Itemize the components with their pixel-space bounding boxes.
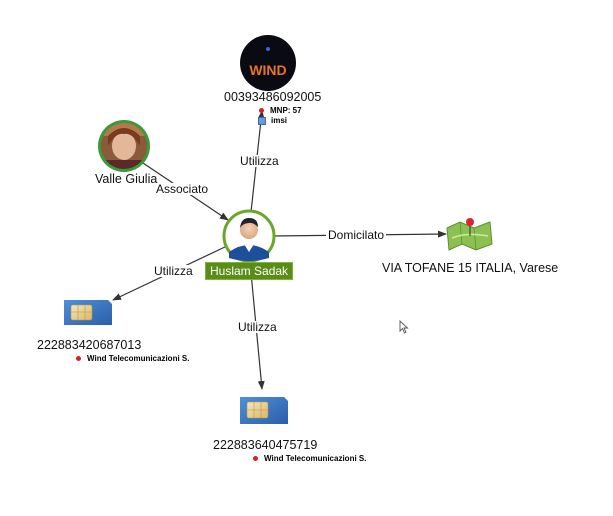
huslam-sadak-label[interactable]: Huslam Sadak xyxy=(205,262,294,280)
edge-label-domicilato: Domicilato xyxy=(326,228,387,242)
huslam-sadak-avatar[interactable] xyxy=(222,209,276,263)
edge-label-associato: Associato xyxy=(154,182,211,196)
valle-giulia-label: Valle Giulia xyxy=(95,172,158,186)
address-label: VIA TOFANE 15 ITALIA, Varese xyxy=(382,261,559,275)
mnp-tag: MNP: 57 xyxy=(259,106,302,115)
mouse-cursor-icon xyxy=(399,320,409,334)
edge-label-utilizza-bottom: Utilizza xyxy=(236,320,279,334)
map-icon[interactable] xyxy=(446,218,493,251)
mnp-dot-icon xyxy=(259,108,264,113)
sim-bottom-dot-icon xyxy=(253,456,258,461)
sim-card-left-icon[interactable] xyxy=(64,300,112,325)
wind-logo-node[interactable]: WIND xyxy=(240,35,296,91)
sim-bottom-operator-tag: Wind Telecomunicazioni S. xyxy=(253,454,366,463)
sim-left-operator-tag: Wind Telecomunicazioni S. xyxy=(76,354,189,363)
edge-label-utilizza-top: Utilizza xyxy=(238,154,281,168)
imsi-tag: imsi xyxy=(258,116,287,125)
sim-bottom-operator-label: Wind Telecomunicazioni S. xyxy=(264,454,367,463)
valle-giulia-photo[interactable] xyxy=(98,120,150,172)
sim-bottom-number-label: 222883640475719 xyxy=(213,438,318,452)
imsi-tag-label: imsi xyxy=(271,116,288,125)
wind-number-label: 00393486092005 xyxy=(224,90,322,104)
imsi-square-icon xyxy=(258,116,266,125)
mnp-tag-label: MNP: 57 xyxy=(270,106,302,115)
edge-label-utilizza-left: Utilizza xyxy=(152,264,195,278)
sim-card-bottom-icon[interactable] xyxy=(240,397,288,424)
sim-left-dot-icon xyxy=(76,356,81,361)
sim-left-operator-label: Wind Telecomunicazioni S. xyxy=(87,354,190,363)
sim-left-number-label: 222883420687013 xyxy=(37,338,142,352)
wind-logo-text: WIND xyxy=(249,62,286,78)
